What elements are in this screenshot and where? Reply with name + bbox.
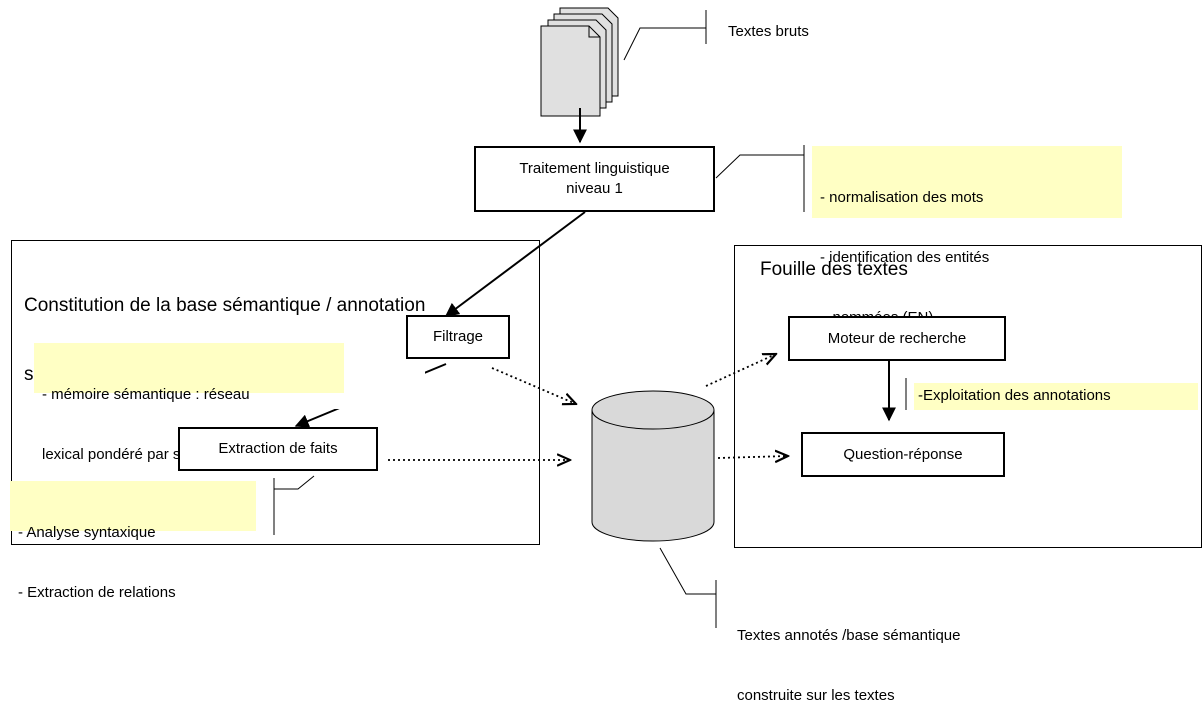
filtering-notes: - mémoire sémantique : réseau lexical po…	[34, 343, 344, 463]
text-mining-title: Fouille des textes	[760, 259, 908, 280]
question-answering-label: Question-réponse	[843, 445, 963, 463]
semantic-database-icon	[591, 390, 715, 542]
linguistic-notes: - normalisation des mots - identificatio…	[812, 146, 1122, 326]
linguistic-note-1: - normalisation des mots	[820, 189, 984, 206]
filtering-note-1: - mémoire sémantique : réseau	[42, 386, 250, 403]
extraction-notes: - Analyse syntaxique - Extraction de rel…	[10, 481, 256, 601]
search-engine-label: Moteur de recherche	[827, 329, 967, 347]
filtering-label: Filtrage	[432, 328, 484, 345]
linguistic-processing-label-line2: niveau 1	[566, 180, 623, 197]
search-engine-box: Moteur de recherche	[788, 316, 1006, 361]
semantic-base-title-line1: Constitution de la base sémantique / ann…	[24, 295, 426, 316]
linguistic-note-2: - identification des entités	[820, 249, 990, 266]
fact-extraction-box: Extraction de faits	[178, 427, 378, 471]
raw-texts-documents-icon	[540, 7, 619, 117]
extraction-note-1: - Analyse syntaxique	[18, 524, 156, 541]
question-answering-box: Question-réponse	[801, 432, 1005, 477]
extraction-note-2: - Extraction de relations	[18, 584, 176, 601]
database-label: Textes annotés /base sémantique construi…	[737, 586, 960, 726]
fact-extraction-label: Extraction de faits	[218, 440, 338, 457]
database-label-line2: construite sur les textes	[737, 687, 895, 704]
filtering-box: Filtrage	[406, 315, 510, 359]
database-label-line1: Textes annotés /base sémantique	[737, 627, 961, 644]
raw-texts-label: Textes bruts	[728, 23, 809, 40]
linguistic-processing-label-line1: Traitement linguistique	[519, 160, 670, 177]
exploitation-note: -Exploitation des annotations	[914, 383, 1198, 410]
linguistic-processing-box: Traitement linguistique niveau 1	[474, 146, 715, 212]
semantic-base-frame	[11, 240, 540, 545]
